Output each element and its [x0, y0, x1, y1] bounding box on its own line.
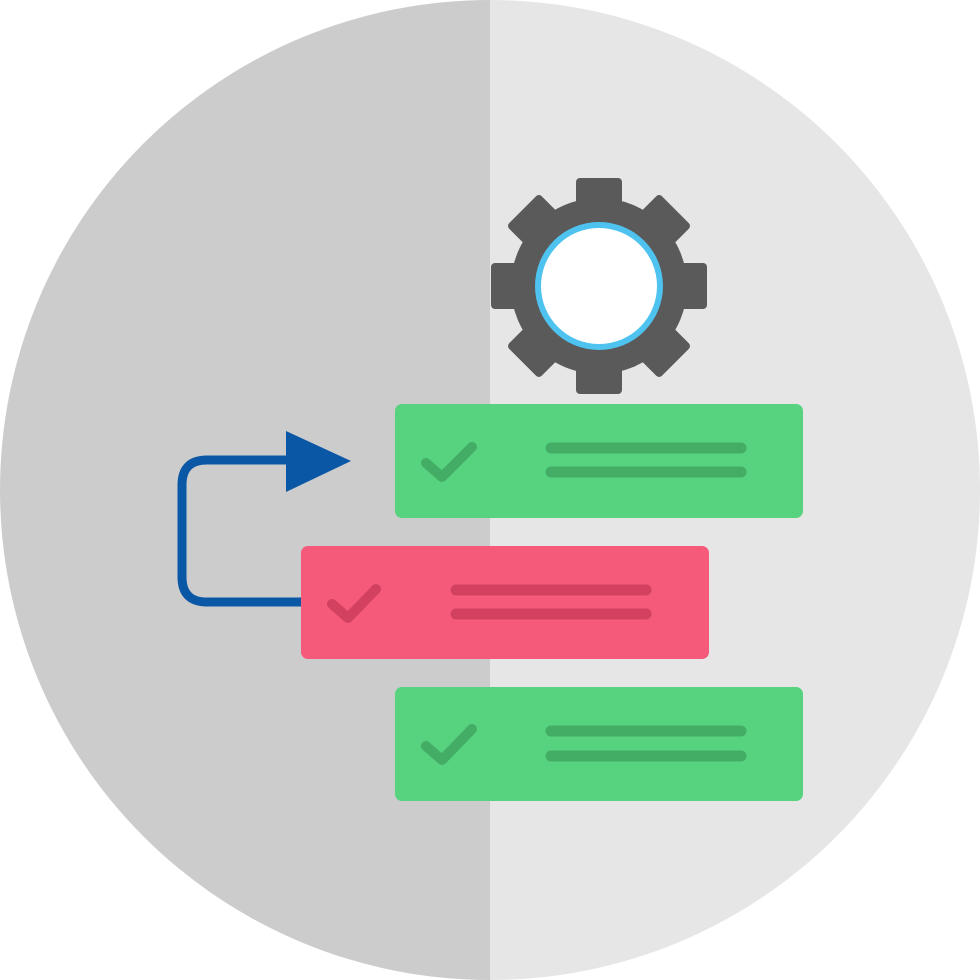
task-card-bottom [395, 687, 803, 801]
check-icon [327, 584, 381, 623]
task-card-top [395, 404, 803, 518]
gear-icon [491, 178, 707, 394]
loop-arrow-icon [177, 431, 351, 607]
gear-center [541, 228, 657, 344]
check-icon [421, 724, 477, 765]
check-icon [421, 442, 477, 482]
task-card-middle [301, 546, 709, 659]
arrow-head-icon [286, 431, 351, 492]
